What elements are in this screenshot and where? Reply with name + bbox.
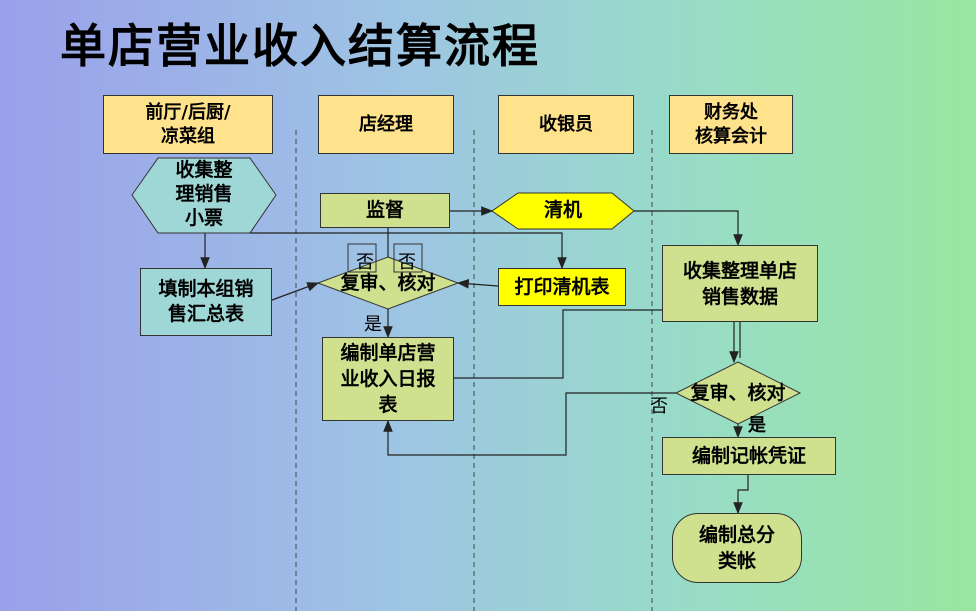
compile-report-node: 编制单店营 业收入日报 表 — [322, 337, 454, 421]
collect-receipts-label: 收集整 理销售 小票 — [175, 159, 233, 229]
print-clear-node: 打印清机表 — [498, 268, 626, 306]
lane-manager-header: 店经理 — [318, 95, 454, 154]
lane-finance-header: 财务处 核算会计 — [669, 95, 793, 154]
page-title: 单店营业收入结算流程 — [60, 19, 540, 73]
lane-front-header: 前厅/后厨/ 凉菜组 — [103, 95, 273, 154]
ledger-node: 编制总分 类帐 — [672, 513, 802, 583]
supervise-node: 监督 — [320, 193, 450, 228]
clear-machine-label: 清机 — [543, 199, 582, 221]
review2-yes-label: 是 — [748, 415, 766, 436]
voucher-node: 编制记帐凭证 — [662, 437, 836, 475]
collect-data-node: 收集整理单店 销售数据 — [662, 245, 818, 322]
review2-label: 复审、核对 — [690, 382, 786, 404]
review2-no-label: 否 — [650, 396, 668, 417]
fill-summary-node: 填制本组销 售汇总表 — [140, 268, 272, 336]
review1-yes-label: 是 — [364, 314, 382, 335]
lane-dividers — [295, 130, 653, 611]
review1-no-label-b: 否 — [398, 252, 416, 273]
review1-no-label-a: 否 — [356, 252, 374, 273]
lane-cashier-header: 收银员 — [498, 95, 634, 154]
review1-label: 复审、核对 — [340, 272, 436, 294]
